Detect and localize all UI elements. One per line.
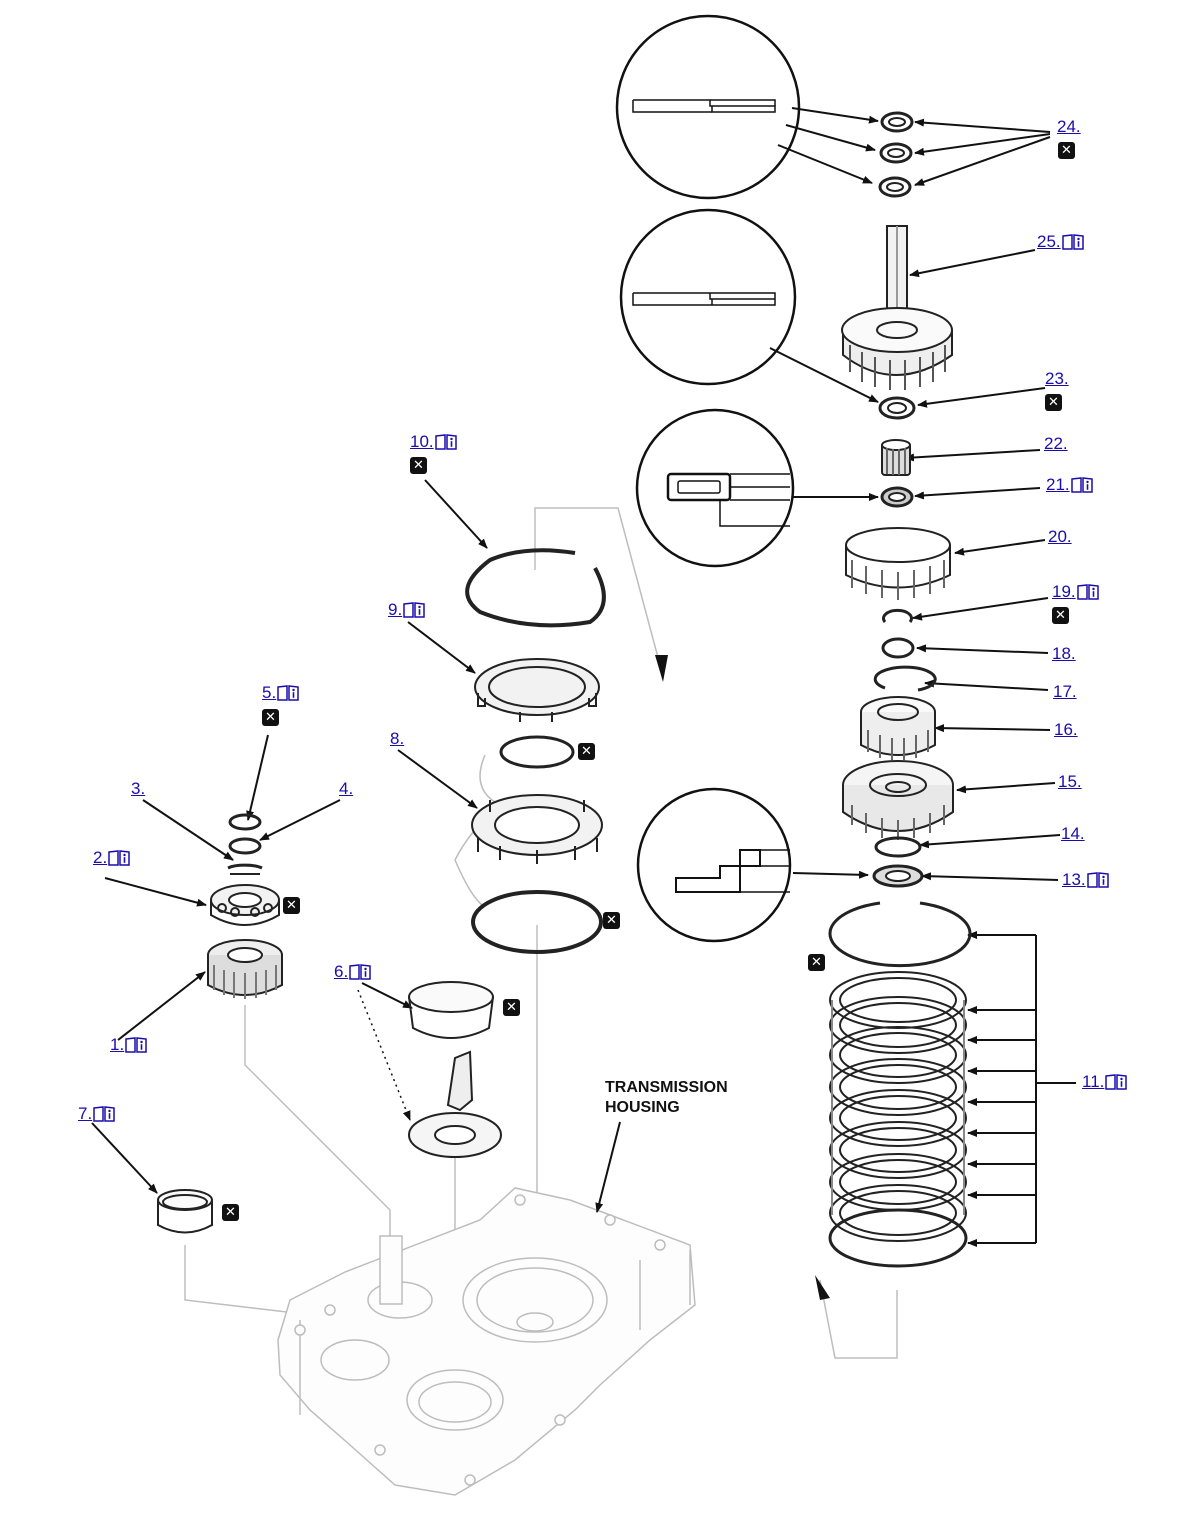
manual-info-icon[interactable] <box>1070 476 1093 494</box>
replace-part-icon: ✕ <box>578 743 595 760</box>
callout-25[interactable]: 25. <box>1037 232 1084 252</box>
manual-info-icon[interactable] <box>1086 871 1109 889</box>
replace-part-icon: ✕ <box>603 912 620 929</box>
callout-18[interactable]: 18. <box>1052 644 1076 663</box>
direction-arrow-icon <box>815 1275 830 1300</box>
manual-info-icon[interactable] <box>277 684 299 702</box>
callout-5[interactable]: 5. <box>262 683 299 703</box>
callout-3[interactable]: 3. <box>131 779 146 798</box>
parts-left-column <box>157 813 283 1234</box>
manual-info-icon[interactable] <box>1061 233 1084 251</box>
replace-part-icon: ✕ <box>262 709 279 726</box>
manual-info-icon[interactable] <box>93 1105 115 1123</box>
detail-circle-24 <box>615 14 801 200</box>
direction-arrow-icon <box>655 655 668 682</box>
detail-circle-23 <box>619 208 797 386</box>
callout-16[interactable]: 16. <box>1054 720 1078 739</box>
callout-23[interactable]: 23. <box>1045 369 1069 388</box>
manual-info-icon[interactable] <box>1105 1073 1128 1091</box>
manual-info-icon[interactable] <box>349 963 371 981</box>
manual-info-icon[interactable] <box>125 1036 147 1054</box>
detail-circle-13 <box>636 787 792 943</box>
callout-19[interactable]: 19. <box>1052 582 1099 602</box>
manual-info-icon[interactable] <box>434 433 457 451</box>
manual-info-icon[interactable] <box>1076 583 1099 601</box>
manual-info-icon[interactable] <box>108 849 130 867</box>
replace-part-icon: ✕ <box>1052 607 1069 624</box>
callout-15[interactable]: 15. <box>1058 772 1082 791</box>
callout-2[interactable]: 2. <box>93 848 130 868</box>
transmission-housing <box>277 1187 696 1496</box>
parts-middle-column <box>408 548 606 1158</box>
callout-7[interactable]: 7. <box>78 1104 115 1124</box>
callout-6[interactable]: 6. <box>334 962 371 982</box>
callout-21[interactable]: 21. <box>1046 475 1093 495</box>
manual-info-icon[interactable] <box>403 601 425 619</box>
replace-part-icon: ✕ <box>1058 142 1075 159</box>
detail-circle-21 <box>635 408 795 568</box>
replace-part-icon: ✕ <box>808 954 825 971</box>
replace-part-icon: ✕ <box>1045 394 1062 411</box>
callout-14[interactable]: 14. <box>1061 824 1085 843</box>
replace-part-icon: ✕ <box>503 999 520 1016</box>
callout-10[interactable]: 10. <box>410 432 457 452</box>
leader-dotted-6 <box>357 989 411 1121</box>
callout-1[interactable]: 1. <box>110 1035 147 1055</box>
leader-arrows <box>91 107 1061 1213</box>
callout-24[interactable]: 24. <box>1057 117 1081 136</box>
callout-17[interactable]: 17. <box>1053 682 1077 701</box>
bracket-11 <box>1035 935 1076 1243</box>
callout-8[interactable]: 8. <box>390 729 405 748</box>
callout-9[interactable]: 9. <box>388 600 425 620</box>
detail-circles <box>615 14 801 943</box>
detail-circle-contents <box>632 99 790 893</box>
bracket-11-arrows <box>967 931 1036 1247</box>
callout-20[interactable]: 20. <box>1048 527 1072 546</box>
callout-13[interactable]: 13. <box>1062 870 1109 890</box>
parts-right-column <box>828 111 972 1268</box>
replace-part-icon: ✕ <box>283 897 300 914</box>
replace-part-icon: ✕ <box>222 1204 239 1221</box>
callout-22[interactable]: 22. <box>1044 434 1068 453</box>
callout-11[interactable]: 11. <box>1082 1072 1128 1092</box>
housing-label: TRANSMISSION HOUSING <box>605 1079 728 1116</box>
callout-4[interactable]: 4. <box>339 779 354 798</box>
replace-part-icon: ✕ <box>410 457 427 474</box>
